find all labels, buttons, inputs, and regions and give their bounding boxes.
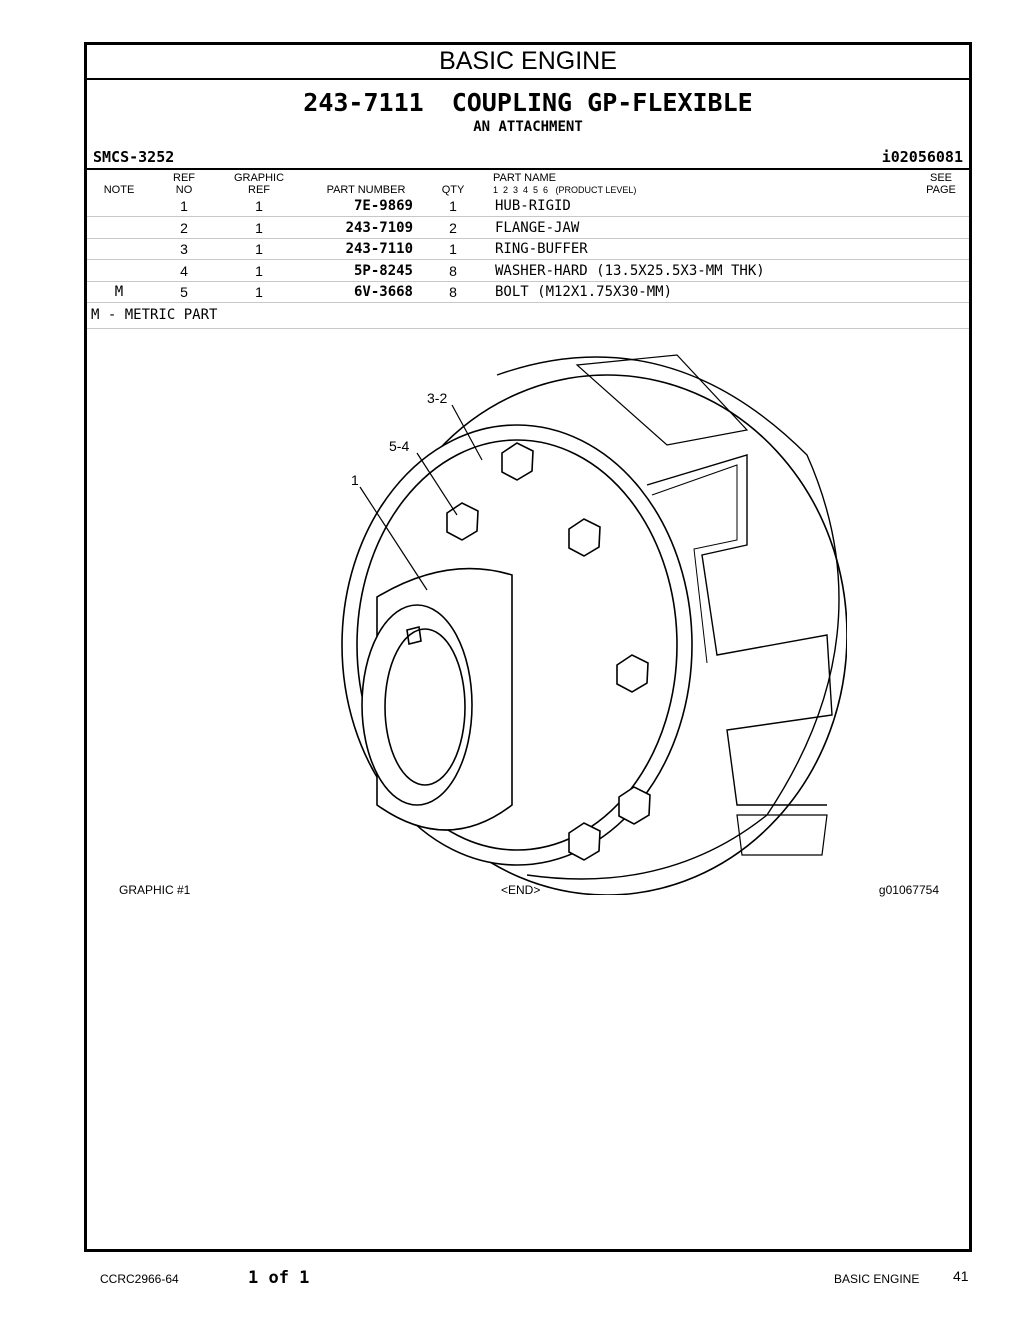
page-frame: BASIC ENGINE 243-7111 COUPLING GP-FLEXIBL… xyxy=(84,42,972,1252)
cell-graphic: 1 xyxy=(255,219,263,236)
cell-ref: 5 xyxy=(180,284,188,300)
group-name: COUPLING GP-FLEXIBLE xyxy=(451,88,753,117)
cell-name: RING-BUFFER xyxy=(495,241,588,257)
graphic-caption: GRAPHIC #1 xyxy=(119,883,191,897)
cell-part-number: 243-7110 xyxy=(345,241,413,257)
cell-ref: 2 xyxy=(180,219,188,236)
smcs-code: SMCS-3252 xyxy=(93,148,175,166)
cell-graphic: 1 xyxy=(255,262,263,279)
footer-section: BASIC ENGINE xyxy=(834,1272,920,1286)
table-row: 3 1 243-7110 1 RING-BUFFER xyxy=(87,238,969,260)
header-note: NOTE xyxy=(103,184,135,196)
cell-graphic: 1 xyxy=(255,198,263,214)
callout-3-2: 3-2 xyxy=(427,390,447,406)
hub-bore xyxy=(384,628,466,786)
document-id: i02056081 xyxy=(881,148,963,166)
cell-ref: 4 xyxy=(180,262,188,279)
footer-page-number: 41 xyxy=(953,1268,969,1284)
table-row: 1 1 7E-9869 1 HUB-RIGID xyxy=(87,195,969,217)
table-row: M 5 1 6V-3668 8 BOLT (M12X1.75X30-MM) xyxy=(87,281,969,303)
footer-doc-id: CCRC2966-64 xyxy=(100,1272,179,1286)
cell-part-number: 6V-3668 xyxy=(353,284,413,300)
cell-name: WASHER-HARD (13.5X25.5X3-MM THK) xyxy=(495,262,765,279)
footer-page-of: 1 of 1 xyxy=(248,1268,310,1288)
callout-1: 1 xyxy=(351,472,359,488)
cell-ref: 3 xyxy=(180,241,188,257)
group-subtitle: AN ATTACHMENT xyxy=(473,119,583,135)
cell-part-number: 243-7109 xyxy=(345,219,413,236)
table-row: 2 1 243-7109 2 FLANGE-JAW xyxy=(87,217,969,239)
bolt-heads xyxy=(446,442,651,861)
cell-qty: 2 xyxy=(449,219,457,236)
cell-note: M xyxy=(114,284,124,300)
cell-name: FLANGE-JAW xyxy=(495,219,580,236)
group-part-number: 243-7111 xyxy=(303,88,424,117)
cell-name: BOLT (M12X1.75X30-MM) xyxy=(495,284,673,300)
cell-graphic: 1 xyxy=(255,241,263,257)
cell-qty: 1 xyxy=(449,198,457,214)
section-title: BASIC ENGINE xyxy=(87,45,969,80)
cell-name: HUB-RIGID xyxy=(495,198,571,214)
metric-divider xyxy=(87,328,969,329)
header-part-name: PART NAME 1 2 3 4 5 6 (PRODUCT LEVEL) xyxy=(493,172,637,195)
cell-qty: 8 xyxy=(449,284,457,300)
cell-ref: 1 xyxy=(180,198,188,214)
end-marker: <END> xyxy=(501,883,541,897)
cell-graphic: 1 xyxy=(255,284,263,300)
header-divider xyxy=(87,168,969,170)
header-qty: QTY xyxy=(441,184,465,196)
cell-qty: 1 xyxy=(449,241,457,257)
cell-part-number: 5P-8245 xyxy=(353,262,413,279)
cell-qty: 8 xyxy=(449,262,457,279)
cell-part-number: 7E-9869 xyxy=(353,198,413,214)
coupling-illustration: 3-2 5-4 1 xyxy=(341,354,847,895)
callout-5-4: 5-4 xyxy=(389,438,409,454)
header-part-number: PART NUMBER xyxy=(326,184,406,196)
group-title: 243-7111 COUPLING GP-FLEXIBLE xyxy=(87,88,969,118)
graphic-id: g01067754 xyxy=(878,883,939,897)
table-row: 4 1 5P-8245 8 WASHER-HARD (13.5X25.5X3-MM TH… xyxy=(87,260,969,282)
metric-note: M - METRIC PART xyxy=(91,307,218,323)
